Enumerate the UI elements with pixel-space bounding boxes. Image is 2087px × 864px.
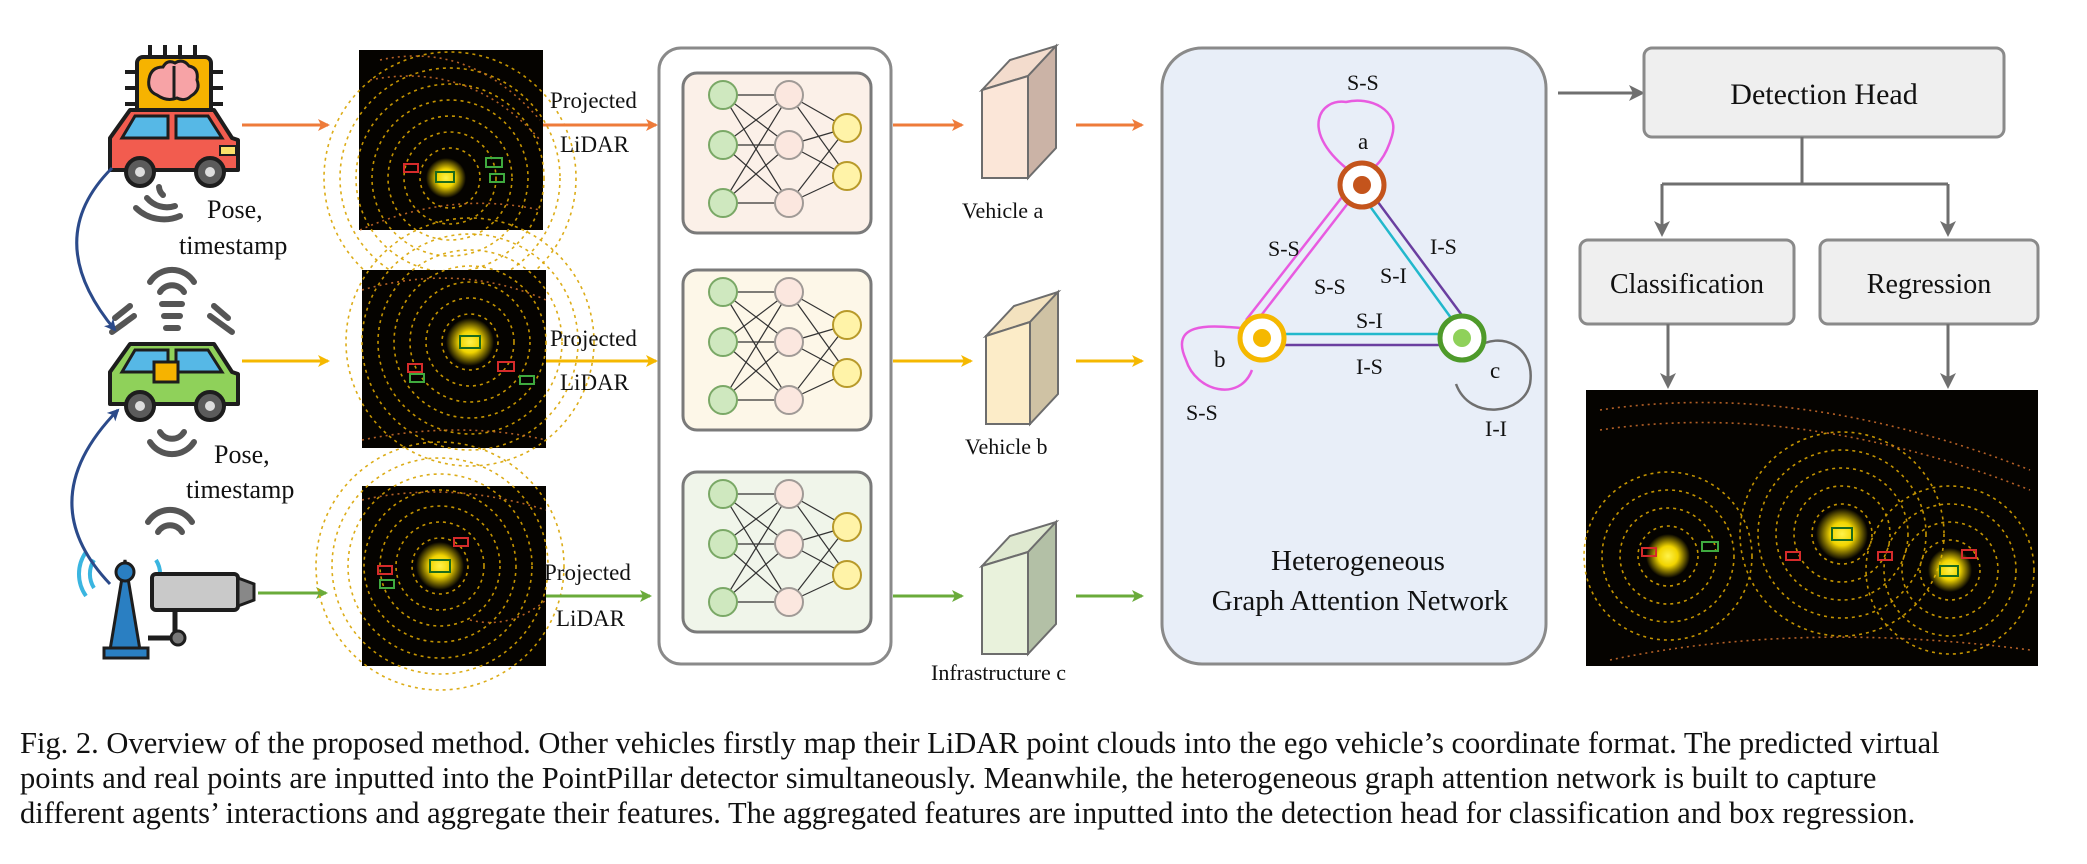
network-b [681,268,873,432]
loop-c-label: I-I [1485,416,1507,441]
timestamp-label-a: timestamp [179,231,287,260]
edge-ab-outer-label: S-S [1268,236,1300,261]
infrastructure-c-label: Infrastructure c [931,660,1066,685]
caption-line-3: different agents’ interactions and aggre… [20,796,1916,830]
node-a [1337,160,1387,210]
node-b [1237,313,1287,363]
lidar-image-c [315,441,565,691]
projected-label-a: Projected [550,88,637,113]
loop-c [1454,339,1532,411]
edge-bc-bottom-label: I-S [1356,354,1383,379]
detection-head-split [1654,137,1956,237]
projected-label-b: Projected [550,326,637,351]
hgat-title-line2: Graph Attention Network [1212,585,1509,617]
infrastructure-camera-icon [76,550,256,660]
network-a [681,71,873,235]
comm-arrow-c-to-ego [70,408,120,586]
vehicle-a-label: Vehicle a [962,198,1043,223]
node-a-label: a [1358,129,1368,154]
caption-line-2: points and real points are inputted into… [20,761,1877,795]
lidar-image-b [345,217,595,467]
node-b-label: b [1214,347,1226,372]
fused-lidar-output-image [1583,390,2038,666]
caption-line-1: Fig. 2. Overview of the proposed method.… [20,726,1940,760]
timestamp-label-b: timestamp [186,475,294,504]
vehicle-b-car-icon [108,342,240,422]
edge-ab-inner-label: S-S [1314,274,1346,299]
loop-a-label: S-S [1347,70,1379,95]
comm-arrow-a-to-ego [75,166,117,332]
lidar-image-a [323,50,577,305]
vehicle-a-wireless-icon [133,184,183,223]
node-c-label: c [1490,358,1500,383]
lidar-label-a: LiDAR [560,132,630,157]
detection-head-box [1642,46,2006,139]
projected-label-c: Projected [544,560,631,585]
infrastructure-wireless-icon [145,506,195,535]
regression-box [1818,238,2040,326]
pose-label-b: Pose, [214,440,270,469]
network-c [681,470,873,634]
classification-label: Classification [1610,269,1764,300]
hgat-panel: a b c S-S S-S I-I S-S S-S I-S S-I S-I I-… [1160,46,1548,666]
vehicle-a-car-icon [108,108,240,188]
loop-b-label: S-S [1186,400,1218,425]
node-c [1437,313,1487,363]
edge-bc-top-label: S-I [1356,308,1383,333]
feature-cube-b [982,289,1062,427]
edge-ac-outer-label: I-S [1430,234,1457,259]
vehicle-b-wireless-icon [147,429,197,458]
agent-icons: Pose, timestamp Pose, [70,45,294,660]
feature-cube-c [978,519,1060,657]
edge-ac-inner-label: S-I [1380,263,1407,288]
figure-caption: Fig. 2. Overview of the proposed method.… [20,726,2067,831]
detection-head-label: Detection Head [1730,78,1917,111]
feature-cube-a [978,43,1060,181]
method-overview-figure: Pose, timestamp Pose, [70,43,2040,691]
loop-b [1180,325,1254,391]
lidar-label-b: LiDAR [560,370,630,395]
pose-label-a: Pose, [207,195,263,224]
classification-box [1578,238,1796,326]
ego-wireless-top-icon [109,266,235,335]
vehicle-a-brain-chip-icon [125,45,223,121]
neural-networks [681,71,873,634]
loop-a [1317,99,1395,172]
hgat-title-line1: Heterogeneous [1271,545,1445,577]
lidar-label-c: LiDAR [556,606,626,631]
vehicle-b-label: Vehicle b [965,434,1047,459]
regression-label: Regression [1867,269,1991,300]
